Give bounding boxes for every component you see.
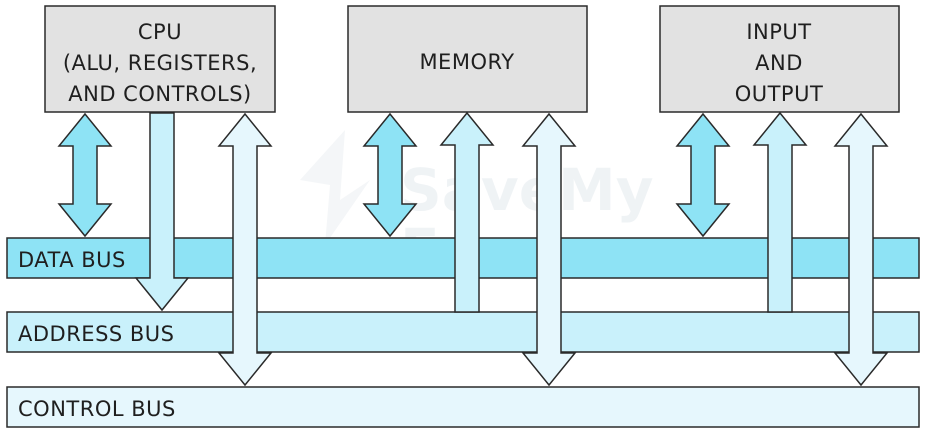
watermark-text-line1: SaveMy <box>400 156 654 224</box>
cpu-address-bus-arrow <box>134 112 190 312</box>
cpu-label-line1: CPU <box>138 20 182 44</box>
memory-address-bus-arrow <box>439 111 495 313</box>
address-bus-bar <box>6 311 920 353</box>
bus-arrows <box>57 111 889 387</box>
io-address-bus-arrow <box>752 111 808 313</box>
cpu-box <box>44 5 276 113</box>
address-bus-label: ADDRESS BUS <box>18 322 175 346</box>
io-label-line2: AND <box>755 51 803 75</box>
cpu-data-bus-arrow <box>57 112 113 238</box>
io-label-line3: OUTPUT <box>735 82 824 106</box>
memory-data-bus-arrow <box>362 112 418 238</box>
memory-control-bus-arrow <box>521 112 577 387</box>
data-bus-label: DATA BUS <box>18 248 126 272</box>
control-bus-label: CONTROL BUS <box>18 397 176 421</box>
io-data-bus-arrow <box>675 112 731 238</box>
io-label-line1: INPUT <box>746 20 811 44</box>
cpu-label-line3: AND CONTROLS) <box>68 82 252 106</box>
cpu-control-bus-arrow <box>217 112 273 387</box>
cpu-label-line2: (ALU, REGISTERS, <box>63 51 257 75</box>
memory-box <box>347 5 588 113</box>
io-box <box>659 5 900 113</box>
memory-label: MEMORY <box>419 50 514 74</box>
io-control-bus-arrow <box>833 112 889 387</box>
watermark-logo-icon <box>300 130 370 245</box>
control-bus-bar <box>6 386 920 428</box>
